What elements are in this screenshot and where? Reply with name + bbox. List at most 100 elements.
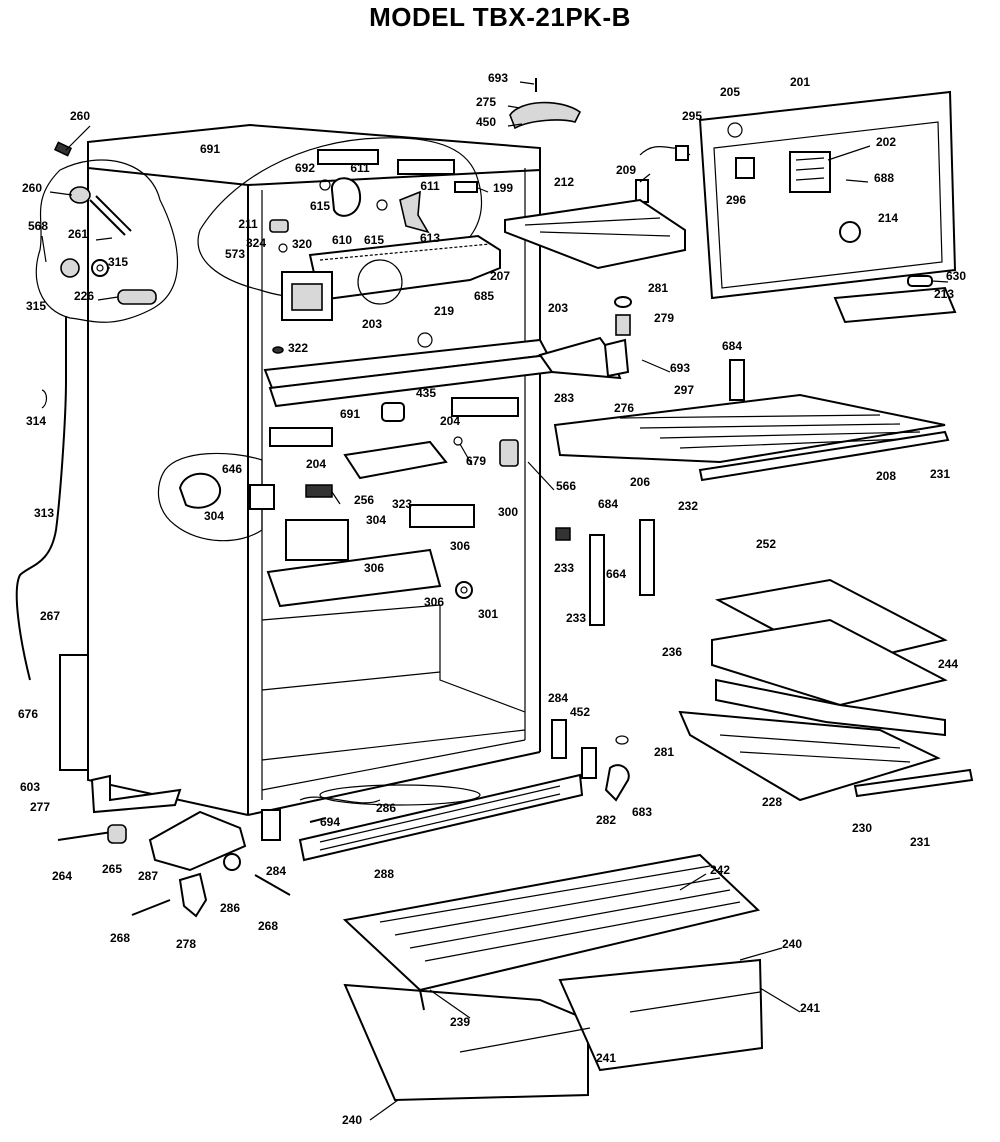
part-label-300: 300 [498,505,518,519]
part-label-685: 685 [474,289,494,303]
leader-lines [41,81,949,1121]
part-label-683: 683 [632,805,652,819]
part-label-694: 694 [320,815,340,829]
part-label-232: 232 [678,499,698,513]
part-label-603: 603 [20,780,40,794]
part-label-684: 684 [722,339,742,353]
top-right-parts [504,78,957,336]
part-label-676: 676 [18,707,38,721]
page-title: MODEL TBX-21PK-B [369,2,631,32]
part-label-275: 275 [476,95,496,109]
part-label-281: 281 [654,745,674,759]
part-label-296: 296 [726,193,746,207]
part-label-566: 566 [556,479,576,493]
part-label-219: 219 [434,304,454,318]
part-label-236: 236 [662,645,682,659]
part-label-240: 240 [782,937,802,951]
part-label-304: 304 [204,509,224,523]
part-label-260: 260 [70,109,90,123]
part-label-282: 282 [596,813,616,827]
part-label-206: 206 [630,475,650,489]
part-label-233: 233 [566,611,586,625]
part-label-323: 323 [392,497,412,511]
part-label-230: 230 [852,821,872,835]
part-label-228: 228 [762,795,782,809]
part-label-315: 315 [26,299,46,313]
part-label-301: 301 [478,607,498,621]
part-label-211: 211 [238,217,258,231]
part-label-684: 684 [598,497,618,511]
part-label-450: 450 [476,115,496,129]
part-label-241: 241 [800,1001,820,1015]
part-label-568: 568 [28,219,48,233]
part-label-284: 284 [266,864,286,878]
water-valve-group-outline [35,159,179,323]
part-label-322: 322 [288,341,308,355]
part-label-276: 276 [614,401,634,415]
part-label-452: 452 [570,705,590,719]
part-label-306: 306 [424,595,444,609]
control-group-outline [197,137,483,299]
part-label-286: 286 [376,801,396,815]
part-label-204: 204 [440,414,460,428]
part-label-287: 287 [138,869,158,883]
part-label-212: 212 [554,175,574,189]
rails-and-brackets [178,332,554,608]
top-control-parts [269,149,501,321]
part-label-231: 231 [930,467,950,481]
part-label-679: 679 [466,454,486,468]
part-label-664: 664 [606,567,626,581]
part-label-264: 264 [52,869,72,883]
part-label-286: 286 [220,901,240,915]
part-label-315: 315 [108,255,128,269]
part-label-692: 692 [295,161,315,175]
part-label-613: 613 [420,231,440,245]
part-label-278: 278 [176,937,196,951]
part-label-615: 615 [364,233,384,247]
part-label-573: 573 [225,247,245,261]
part-label-611: 611 [420,179,440,193]
part-label-320: 320 [292,237,312,251]
part-label-268: 268 [258,919,278,933]
part-label-267: 267 [40,609,60,623]
part-label-207: 207 [490,269,510,283]
part-label-688: 688 [874,171,894,185]
part-label-435: 435 [416,386,436,400]
part-label-244: 244 [938,657,958,671]
part-label-213: 213 [934,287,954,301]
part-label-295: 295 [682,109,702,123]
part-label-284: 284 [548,691,568,705]
part-label-260: 260 [22,181,42,195]
water-line-parts [15,141,157,771]
shelf-assemblies [538,336,974,802]
part-label-693: 693 [670,361,690,375]
part-label-231: 231 [910,835,930,849]
part-label-204: 204 [306,457,326,471]
part-label-261: 261 [68,227,88,241]
part-label-646: 646 [222,462,242,476]
bottom-left-parts [57,773,584,918]
part-label-611: 611 [350,161,370,175]
defrost-group-outline [157,452,263,542]
part-label-691: 691 [340,407,360,421]
part-label-314: 314 [26,414,46,428]
part-label-615: 615 [310,199,330,213]
part-label-313: 313 [34,506,54,520]
part-label-324: 324 [246,236,266,250]
part-label-201: 201 [790,75,810,89]
part-label-252: 252 [756,537,776,551]
part-label-304: 304 [366,513,386,527]
part-label-281: 281 [648,281,668,295]
part-label-205: 205 [720,85,740,99]
bottom-drawers [342,853,764,1102]
part-label-209: 209 [616,163,636,177]
part-label-256: 256 [354,493,374,507]
part-label-208: 208 [876,469,896,483]
part-label-297: 297 [674,383,694,397]
part-label-306: 306 [450,539,470,553]
part-label-239: 239 [450,1015,470,1029]
part-label-202: 202 [876,135,896,149]
part-label-277: 277 [30,800,50,814]
part-label-240: 240 [342,1113,362,1127]
